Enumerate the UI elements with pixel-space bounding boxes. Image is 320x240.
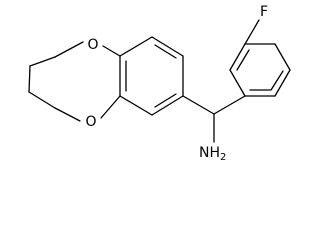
oxygen-label-bottom: O xyxy=(85,114,96,130)
dioxepine-ring xyxy=(28,41,121,122)
oxygen-label-top: O xyxy=(87,37,98,53)
benzene-ring-right xyxy=(229,19,291,97)
fluorine-label: F xyxy=(260,4,268,20)
amine-n: N xyxy=(199,145,209,161)
amine-subscript: 2 xyxy=(220,152,226,163)
amine-label: NH2 xyxy=(199,145,226,163)
methanamine-center xyxy=(182,95,246,143)
molecule-structure: O O F NH2 xyxy=(28,4,291,163)
amine-h: H xyxy=(209,145,220,161)
benzene-ring-left xyxy=(119,36,184,116)
